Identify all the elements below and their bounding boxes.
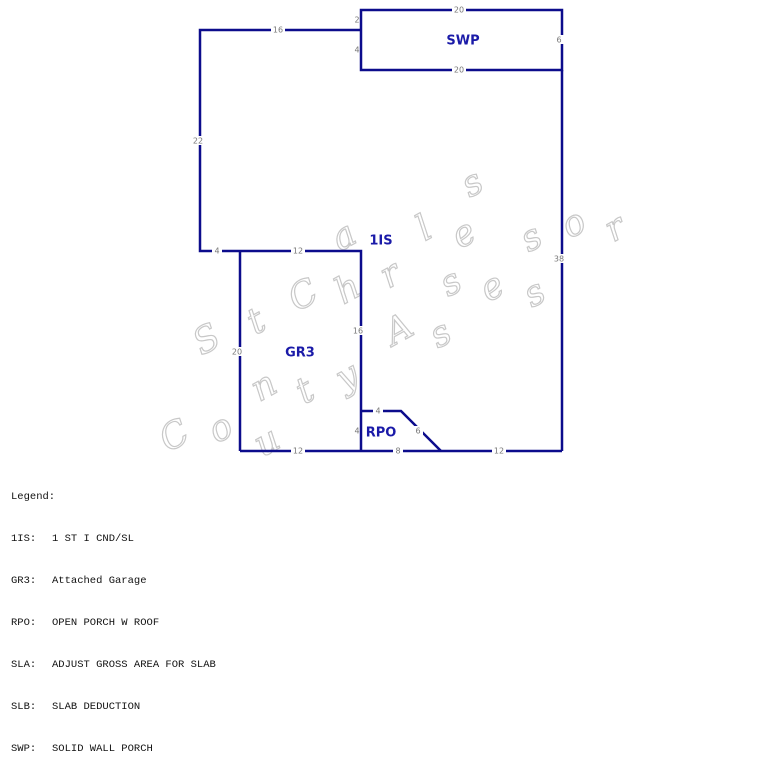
dimension-labels: 20 20 6 2 4 16 22 4 12 16 20 12 38 4 4 6… bbox=[191, 5, 567, 456]
watermark-letter: t bbox=[289, 369, 322, 412]
dim-porch-left: 4 bbox=[354, 427, 359, 436]
area-label-rpo: RPO bbox=[366, 426, 397, 441]
dim-porch-top: 4 bbox=[375, 407, 380, 416]
dim-bottom-right: 12 bbox=[494, 447, 504, 456]
dim-right: 38 bbox=[554, 255, 564, 264]
legend-title: Legend: bbox=[11, 491, 56, 503]
legend-item: SLA: ADJUST GROSS AREA FOR SLAB bbox=[11, 658, 216, 672]
legend-desc: 1 ST I CND/SL bbox=[52, 533, 134, 545]
dim-garage-left: 20 bbox=[232, 348, 242, 357]
watermark-letter: C bbox=[281, 271, 325, 320]
dim-swp-right: 6 bbox=[556, 36, 561, 45]
legend-code: RPO: bbox=[11, 617, 37, 629]
watermark-letter: s bbox=[516, 271, 552, 316]
watermark-letter: l bbox=[409, 208, 439, 249]
main-outline bbox=[198, 28, 363, 451]
legend: Legend: 1IS: 1 ST I CND/SL GR3: Attached G… bbox=[11, 462, 216, 770]
watermark-letter: e bbox=[473, 264, 512, 310]
watermark-letter: o bbox=[554, 201, 593, 247]
dim-top-left: 16 bbox=[273, 26, 283, 35]
legend-item: SWP: SOLID WALL PORCH bbox=[11, 742, 216, 756]
watermark-letter: s bbox=[422, 312, 458, 357]
legend-desc: SLAB DEDUCTION bbox=[52, 701, 141, 713]
legend-desc: OPEN PORCH W ROOF bbox=[52, 617, 160, 629]
legend-desc: ADJUST GROSS AREA FOR SLAB bbox=[52, 659, 216, 671]
watermark-letter: e bbox=[444, 211, 483, 257]
dim-porch-diag: 6 bbox=[415, 427, 420, 436]
area-label-1is: 1IS bbox=[369, 234, 392, 249]
watermark-letter: s bbox=[513, 216, 549, 261]
watermark-letter: r bbox=[373, 252, 409, 297]
area-label-swp: SWP bbox=[446, 34, 479, 49]
legend-code: SLA: bbox=[11, 659, 37, 671]
legend-item: SLB: SLAB DEDUCTION bbox=[11, 700, 216, 714]
dim-garage-bottom: 12 bbox=[293, 447, 303, 456]
watermark-letter: S bbox=[186, 316, 227, 364]
watermark-letter: A bbox=[375, 305, 420, 355]
dim-swp-top: 20 bbox=[454, 6, 464, 15]
watermark-letter: o bbox=[201, 405, 240, 451]
legend-item: 1IS: 1 ST I CND/SL bbox=[11, 532, 216, 546]
legend-code: 1IS: bbox=[11, 533, 37, 545]
dim-bottom-left-stub: 4 bbox=[214, 247, 219, 256]
legend-item: RPO: OPEN PORCH W ROOF bbox=[11, 616, 216, 630]
watermark-letter: C bbox=[152, 411, 196, 460]
watermark-letter: r bbox=[598, 205, 634, 250]
legend-code: SLB: bbox=[11, 701, 37, 713]
dim-porch-bottom: 8 bbox=[395, 447, 400, 456]
legend-desc: Attached Garage bbox=[52, 575, 147, 587]
dim-garage-top: 12 bbox=[293, 247, 303, 256]
watermark-letter: n bbox=[244, 363, 284, 410]
area-labels: SWP 1IS GR3 RPO bbox=[285, 34, 479, 441]
dim-swp-left-upper: 2 bbox=[354, 16, 359, 25]
watermark-letter: a bbox=[325, 213, 364, 259]
legend-item: GR3: Attached Garage bbox=[11, 574, 216, 588]
legend-code: GR3: bbox=[11, 575, 37, 587]
dim-left: 22 bbox=[193, 137, 203, 146]
legend-code: SWP: bbox=[11, 743, 37, 755]
legend-desc: SOLID WALL PORCH bbox=[52, 743, 153, 755]
watermark-letter: t bbox=[240, 300, 273, 343]
area-label-gr3: GR3 bbox=[285, 346, 315, 361]
watermark-letter: s bbox=[454, 161, 490, 206]
dim-garage-right: 16 bbox=[353, 327, 363, 336]
dim-swp-bottom: 20 bbox=[454, 66, 464, 75]
watermark-letter: u bbox=[247, 418, 287, 465]
watermark-letter: s bbox=[433, 260, 469, 305]
dim-swp-left-lower: 4 bbox=[354, 46, 359, 55]
